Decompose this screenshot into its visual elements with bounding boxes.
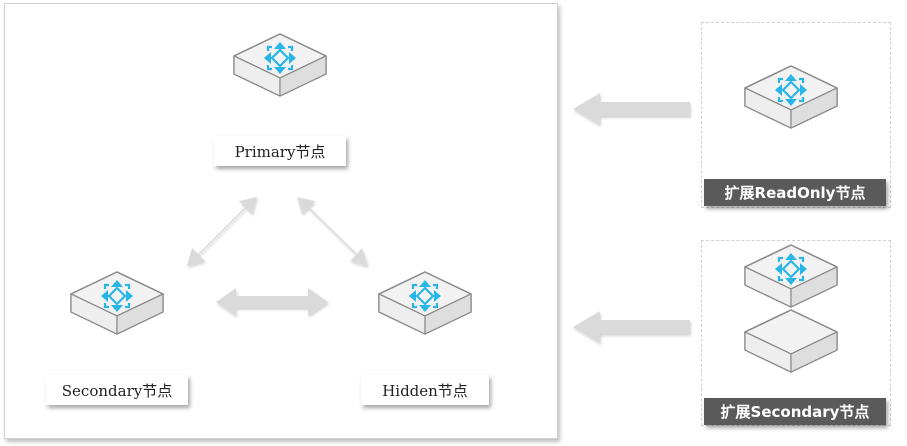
readonly-node-icon [744, 65, 838, 129]
primary-node-label: Primary节点 [214, 136, 346, 166]
readonly-extension-box [701, 22, 891, 208]
secondary-extension-box [701, 240, 891, 426]
secondary-join-arrow [573, 311, 690, 343]
readonly-join-arrow [573, 93, 690, 125]
secondary-node-label: Secondary节点 [46, 375, 188, 405]
hidden-node-label: Hidden节点 [361, 375, 489, 405]
primary-hidden-arrow [297, 197, 368, 266]
secondary-extension-node-icon [744, 244, 838, 308]
hidden-node-icon [378, 271, 472, 335]
primary-node-icon [233, 33, 327, 97]
secondary-extension-label: 扩展Secondary节点 [704, 398, 886, 425]
secondary-node-icon [70, 271, 164, 335]
secondary-hidden-arrow [216, 288, 328, 316]
secondary-extension-base-cube [744, 309, 838, 373]
readonly-extension-label: 扩展ReadOnly节点 [704, 179, 886, 206]
primary-secondary-arrow [187, 197, 257, 266]
